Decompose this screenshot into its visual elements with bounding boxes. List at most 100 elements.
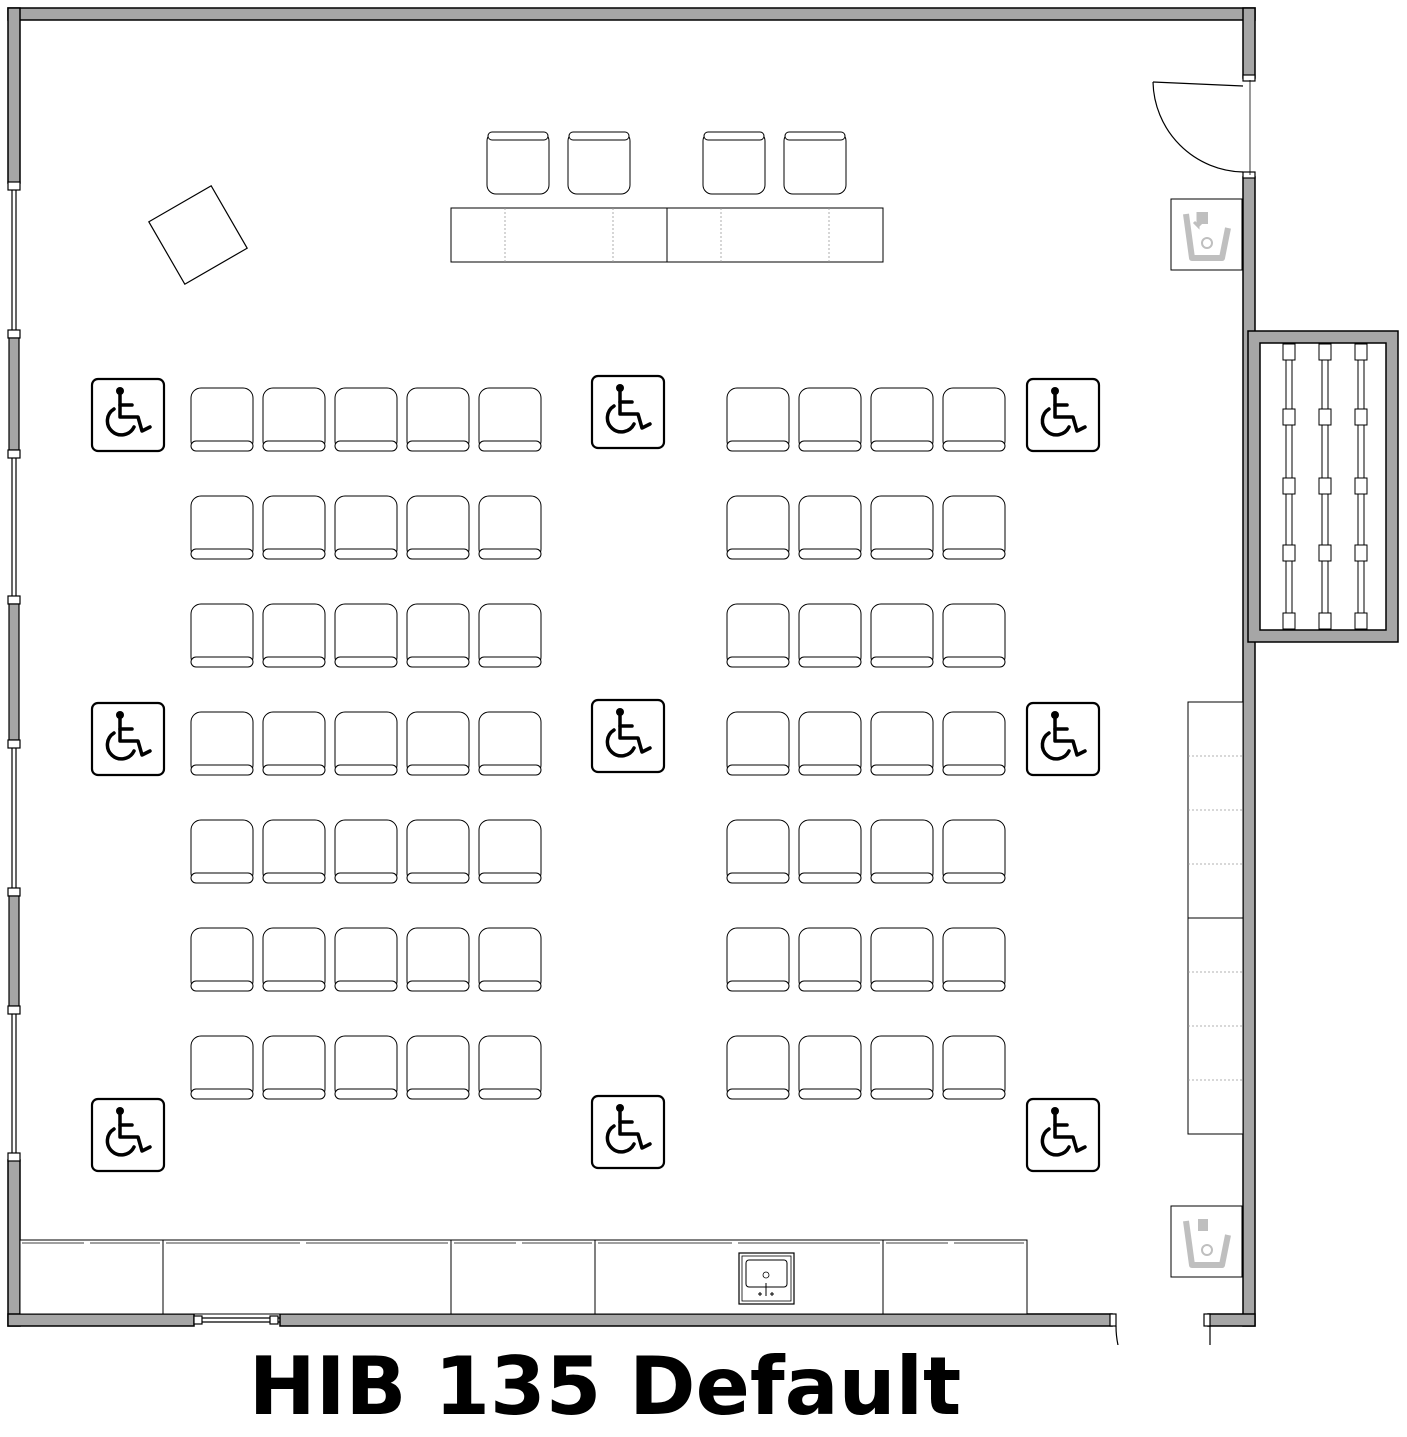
- wall-left-1: [7, 7, 21, 184]
- chair: [798, 603, 862, 668]
- page-title: HIB 135 Default: [248, 1340, 962, 1433]
- chair: [478, 819, 542, 884]
- chair: [942, 927, 1006, 992]
- chair: [726, 1035, 790, 1100]
- chair: [190, 1035, 254, 1100]
- chair: [798, 387, 862, 452]
- chair: [942, 495, 1006, 560]
- chair: [798, 1035, 862, 1100]
- wheelchair-icon: [590, 698, 666, 774]
- wheelchair-icon: [1025, 377, 1101, 453]
- chair: [783, 131, 847, 195]
- chair: [726, 927, 790, 992]
- door-bottom: [1109, 1313, 1211, 1345]
- chair: [798, 819, 862, 884]
- trash-bin-icon: [1170, 198, 1243, 271]
- chair: [406, 1035, 470, 1100]
- seating: [190, 387, 1006, 1100]
- chair: [870, 711, 934, 776]
- chair: [870, 927, 934, 992]
- chair: [190, 387, 254, 452]
- floor-plan: [7, 7, 1399, 1345]
- chair: [798, 495, 862, 560]
- wheelchair-icon: [590, 1094, 666, 1170]
- wheelchair-icon: [1025, 1097, 1101, 1173]
- sink-icon: [738, 1252, 795, 1305]
- bottom-window: [193, 1315, 280, 1325]
- chair: [702, 131, 766, 195]
- chair: [567, 131, 631, 195]
- wall-bottom-2: [279, 1313, 1113, 1327]
- chair: [190, 495, 254, 560]
- chair: [334, 927, 398, 992]
- chair: [870, 495, 934, 560]
- chair: [262, 603, 326, 668]
- chair: [262, 387, 326, 452]
- chair: [798, 711, 862, 776]
- chair: [798, 927, 862, 992]
- radiator-bay: [1247, 330, 1399, 643]
- chair: [726, 603, 790, 668]
- chair: [190, 603, 254, 668]
- chair: [334, 603, 398, 668]
- chair: [942, 1035, 1006, 1100]
- door-top-right: [1152, 74, 1256, 179]
- side-cabinet: [1187, 701, 1244, 1135]
- front-tables: [450, 207, 884, 263]
- chair: [406, 387, 470, 452]
- chair: [942, 387, 1006, 452]
- chair: [726, 819, 790, 884]
- chair: [406, 495, 470, 560]
- chair: [334, 711, 398, 776]
- chair: [334, 387, 398, 452]
- chair: [334, 495, 398, 560]
- left-windows: [7, 181, 21, 1162]
- chair: [870, 819, 934, 884]
- chair: [478, 711, 542, 776]
- wheelchair-icon: [90, 701, 166, 777]
- chair: [478, 927, 542, 992]
- chair: [406, 711, 470, 776]
- chair: [406, 603, 470, 668]
- chair: [334, 1035, 398, 1100]
- chair: [726, 387, 790, 452]
- chair: [262, 1035, 326, 1100]
- chair: [942, 711, 1006, 776]
- chair: [190, 819, 254, 884]
- chair: [262, 495, 326, 560]
- chair: [478, 495, 542, 560]
- chair: [726, 711, 790, 776]
- wheelchair-icon: [90, 377, 166, 453]
- bottom-counter: [19, 1239, 1028, 1315]
- chair: [334, 819, 398, 884]
- wheelchair-icon: [590, 374, 666, 450]
- chair: [406, 819, 470, 884]
- wall-left-2: [7, 1159, 21, 1327]
- wall-bottom-1: [7, 1313, 195, 1327]
- podium: [148, 185, 248, 285]
- chair: [478, 387, 542, 452]
- chair: [478, 603, 542, 668]
- wheelchair-spaces: [90, 374, 1101, 1173]
- chair: [262, 927, 326, 992]
- chair: [406, 927, 470, 992]
- chair: [486, 131, 550, 195]
- wall-top: [7, 7, 1256, 21]
- front-seats: [486, 131, 847, 195]
- chair: [262, 819, 326, 884]
- chair: [726, 495, 790, 560]
- wall-bottom-3: [1207, 1313, 1256, 1327]
- chair: [190, 711, 254, 776]
- chair: [870, 387, 934, 452]
- chair: [262, 711, 326, 776]
- trash-bin-icon: [1170, 1205, 1243, 1278]
- wheelchair-icon: [1025, 701, 1101, 777]
- wheelchair-icon: [90, 1097, 166, 1173]
- chair: [942, 819, 1006, 884]
- chair: [870, 603, 934, 668]
- chair: [942, 603, 1006, 668]
- chair: [870, 1035, 934, 1100]
- chair: [478, 1035, 542, 1100]
- chair: [190, 927, 254, 992]
- wall-right-1: [1242, 7, 1256, 79]
